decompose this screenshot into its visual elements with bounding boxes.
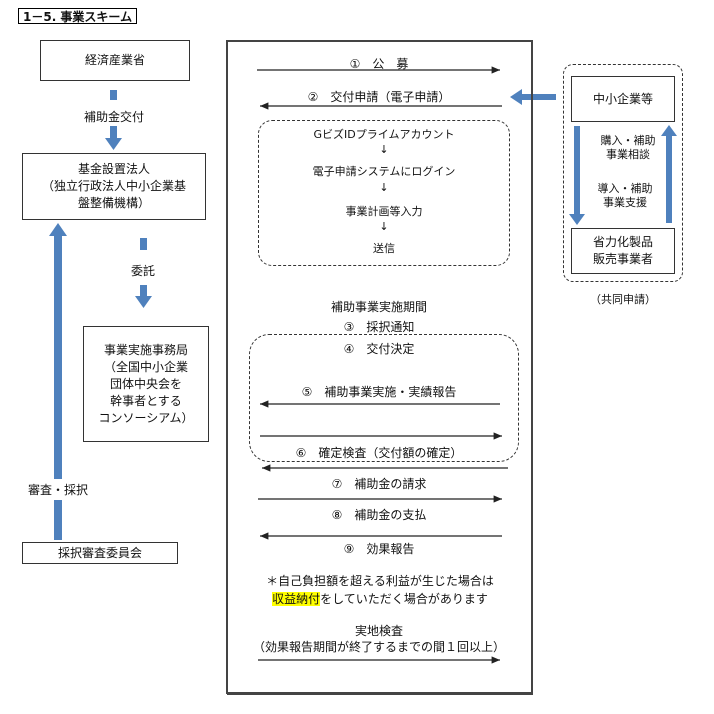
arrow-consult-head [569,214,585,225]
step1-label: ① 公 募 [349,57,409,71]
step2-label: ② 交付申請（電子申請） [307,90,451,104]
review-label: 審査・採択 [22,481,94,498]
flow-arrow-3: ↓ [379,220,389,233]
step8-label: ⑧ 補助金の支払 [331,508,427,522]
step4-label: ④ 交付決定 [343,342,415,356]
fund-corp-line1: 基金設置法人 [77,162,150,176]
center-frame-shadow [227,693,533,695]
office-line3: 団体中央会を [109,376,182,391]
note-line2: 収益納付をしていただく場合があります [240,590,520,607]
arrow-review-shaft-bottom [54,500,62,540]
vendor-box: 省力化製品 販売事業者 [571,228,675,274]
committee-box: 採択審査委員会 [22,542,178,564]
flow-arrow-1: ↓ [379,143,389,156]
consult-line1: 購入・補助 [600,134,656,147]
arrow-entrust-shaft [140,285,147,297]
office-line5: コンソーシアム） [98,410,194,425]
flow-gbizid: GビズIDプライムアカウント [313,128,455,141]
fund-corp-line2: （独立行政法人中小企業基 [41,179,186,193]
arrow-sme-shaft [522,94,556,100]
consult-line2: 事業相談 [606,148,650,161]
arrow-support-head [661,125,677,136]
meti-box: 経済産業省 [40,40,190,81]
arrow-consult-shaft [574,126,580,214]
office-box: 事業実施事務局 （全国中小企業 団体中央会を 幹事者とする コンソーシアム） [83,326,209,442]
grant-period-group [249,334,519,462]
note-suffix: をしていただく場合があります [320,592,488,606]
arrow-review-shaft-top [54,234,62,479]
step5-label: ⑤ 補助事業実施・実績報告 [301,385,457,399]
entrust-label: 委託 [130,264,155,278]
note-line1: ＊自己負担額を超える利益が生じた場合は [266,574,494,588]
step9-label: ⑨ 効果報告 [343,542,415,556]
fund-corp-line3: 盤整備機構） [77,196,150,210]
committee-label: 採択審査委員会 [57,545,142,560]
inspection-detail: （効果報告期間が終了するまでの間１回以上） [252,640,505,654]
step7-label: ⑦ 補助金の請求 [331,477,427,491]
consult-label: 購入・補助 事業相談 [590,134,666,162]
note-highlight: 収益納付 [272,592,321,606]
blue-arrows [49,89,677,540]
sme-box: 中小企業等 [571,76,675,122]
meti-label: 経済産業省 [84,53,145,67]
joint-label: （共同申請） [590,293,656,306]
vendor-line2: 販売事業者 [592,252,653,266]
step3-label: ③ 採択通知 [343,320,415,334]
arrow-review-head [49,223,67,236]
vendor-line1: 省力化製品 [592,235,653,249]
joint-application-group [563,64,683,282]
arrow-subsidy-shaft [110,126,117,138]
fund-corp-box: 基金設置法人 （独立行政法人中小企業基 盤整備機構） [22,153,206,220]
period-label: 補助事業実施期間 [330,300,427,314]
flow-send: 送信 [373,242,395,255]
arrow-subsidy-head [105,138,122,150]
arrow-meti-stub [110,90,117,100]
sme-label: 中小企業等 [592,91,653,106]
step6-label: ⑥ 確定検査（交付額の確定） [295,446,463,460]
support-line1: 導入・補助 [597,182,653,195]
section-title: 1－5. 事業スキーム [18,8,138,24]
office-line4: 幹事者とする [110,393,182,408]
inspection-label: 実地検査 [354,624,403,638]
support-label: 導入・補助 事業支援 [584,182,666,210]
arrow-entrust-head [135,296,152,308]
flow-input: 事業計画等入力 [345,205,423,218]
flow-arrow-2: ↓ [379,181,389,194]
office-line1: 事業実施事務局 [103,342,188,357]
e-application-group [258,120,510,266]
office-line2: （全国中小企業 [103,359,188,374]
arrow-sme-head [510,89,522,105]
arrow-entrust-stub [140,238,147,250]
arrow-support-shaft [666,135,672,223]
flow-login: 電子申請システムにログイン [312,165,456,178]
support-line2: 事業支援 [603,196,647,209]
subsidy-grant-label: 補助金交付 [68,108,160,125]
